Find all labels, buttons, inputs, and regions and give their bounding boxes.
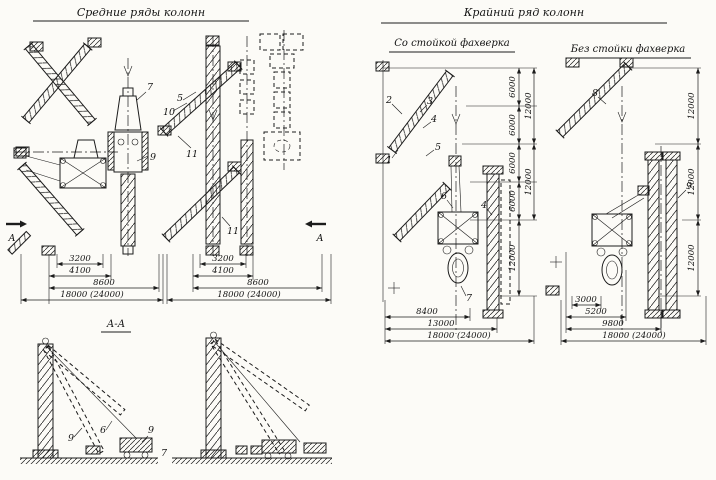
part-label-2: 2 [385,95,392,106]
truck-crane-plan [437,155,479,284]
dim-4100: 4100 [211,266,234,276]
part-label-10: 10 [163,107,175,118]
subtitle-with-post: Со стойкой фахверка [394,38,510,49]
crawler-crane-plan [107,87,149,255]
subtitle-without-post: Без стойки фахверка [570,44,686,55]
scheme-with-post: 2 3 4 5 1 6 4 7 [375,60,537,344]
dim-5200: 5200 [585,307,607,317]
dim-12000: 12000 [687,168,697,196]
plan-dimensions-left-group: 3200 4100 8600 18000 (24000) [21,254,163,303]
fachwerk-free-masts [644,151,681,319]
lattice-boom [392,181,452,243]
section-a-a-view: А-А [20,319,332,464]
lattice-boom [23,41,97,127]
dim-6000: 6000 [508,152,518,174]
part-label-3: 3 [427,96,433,107]
ground-hatch [172,458,332,464]
dim-18000: 18000 (24000) [427,330,490,341]
dim-12000: 12000 [524,168,534,196]
part-label-7: 7 [466,293,473,304]
part-label-4: 4 [480,200,487,211]
dim-6000: 6000 [508,76,518,98]
vertical-dimensions-with-post: 6000 6000 6000 6000 12000 12000 12000 [508,68,537,296]
part-labels-section: 9 6 9 7 [68,420,168,459]
part-label-7: 7 [161,448,168,459]
dashed-crane-outline [259,33,304,161]
dim-12000: 12000 [687,92,697,120]
part-label-11: 11 [186,149,198,160]
dim-8600: 8600 [93,278,115,288]
plan-middle-rows: 7 5 10 11 9 11 А А [6,30,332,304]
section-letter: А [315,233,323,244]
dim-3200: 3200 [212,254,234,264]
part-labels-plan: 7 5 10 11 9 11 [136,82,239,237]
dim-8400: 8400 [416,307,438,317]
lattice-section [7,230,32,255]
headers: Средние ряды колонн Крайний ряд колонн С… [33,6,691,59]
section-letter: А [7,233,15,244]
fachwerk-post-mast [482,165,511,319]
lattice-boom [159,60,243,137]
part-label-5: 5 [177,93,183,104]
dim-12000: 12000 [508,244,518,272]
assembly-crane-plan [13,139,107,189]
dim-6000: 6000 [508,114,518,136]
dim-3200: 3200 [69,254,91,264]
extension-lines [383,67,537,344]
travel-arrow-icon [123,65,133,77]
dim-6000: 6000 [508,190,518,212]
dim-13000: 13000 [427,319,455,329]
dim-18000: 18000 (24000) [217,289,280,300]
part-label-6: 6 [441,191,447,202]
dim-9800: 9800 [602,319,624,329]
horizontal-dimensions-with-post: 8400 13000 18000 (24000) [385,307,534,344]
lattice-boom [555,61,633,139]
lattice-boom [386,69,455,155]
part-label-5: 5 [435,142,441,153]
vertical-dimensions-without-post: 12000 12000 12000 [687,68,701,296]
part-label-7: 7 [147,82,154,93]
plan-dimensions-right-group: 3200 4100 8600 18000 (24000) [167,254,331,303]
section-title: А-А [106,319,126,330]
dim-3000: 3000 [575,295,597,305]
ground-hatch [20,458,158,464]
dim-4100: 4100 [68,266,91,276]
title-middle-rows: Средние ряды колонн [77,6,205,19]
lattice-boom [17,161,85,237]
horizontal-dimensions-without-post: 3000 5200 9800 18000 (24000) [561,295,706,344]
extension-lines [20,254,332,304]
section-marker-a-right: А [305,220,326,244]
part-label-6: 6 [100,425,106,436]
section-marker-a-left: А [6,220,27,244]
part-label-9: 9 [686,181,692,192]
travel-arrow-icon [617,111,627,123]
travel-arrow-icon [451,113,461,125]
dim-18000: 18000 (24000) [60,289,123,300]
dim-12000: 12000 [524,92,534,120]
part-labels-with-post: 2 3 4 5 1 6 4 7 [385,95,493,304]
tower-crane-elevation [200,331,327,460]
dim-18000: 18000 (24000) [602,330,665,341]
dim-8600: 8600 [247,278,269,288]
tower-crane-elevation [32,337,153,459]
truck-crane-plan [591,185,650,286]
tower-mast [205,45,221,245]
part-label-11: 11 [227,226,239,237]
title-edge-row: Крайний ряд колонн [463,6,584,19]
scheme-without-post: 8 9 12000 12000 12000 [545,57,707,345]
part-labels-without-post: 8 9 [592,88,692,199]
part-label-1: 1 [386,155,392,166]
part-label-4: 4 [430,114,437,125]
dim-12000: 12000 [687,244,697,272]
tower-mast [240,139,254,245]
part-label-9: 9 [148,425,154,436]
part-label-9: 9 [68,433,74,444]
part-label-8: 8 [592,88,598,99]
part-label-9: 9 [150,152,156,163]
